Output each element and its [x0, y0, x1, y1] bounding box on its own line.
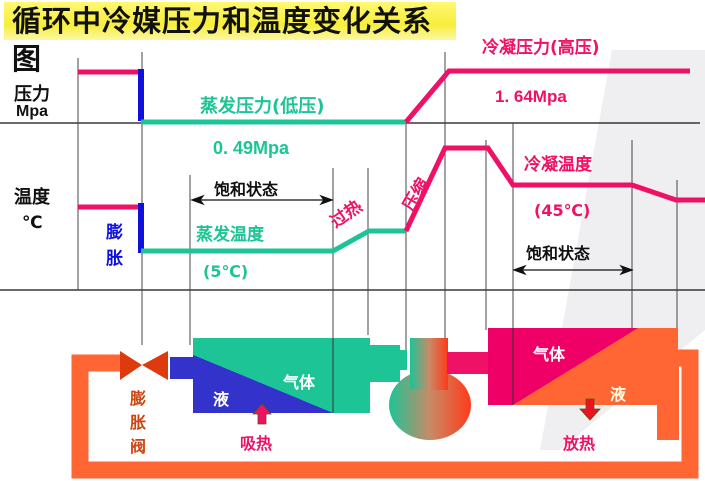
- temp-line-evaporation: [141, 228, 406, 254]
- condenser-liquid-label: 液: [610, 385, 627, 404]
- expansion-valve-label-3: 阀: [130, 437, 147, 456]
- cond-saturation-label: 饱和状态: [526, 244, 591, 263]
- pressure-axis-label: 压力: [14, 84, 50, 105]
- cond-temp-value: (45℃): [534, 201, 591, 220]
- evap-saturation-label: 饱和状态: [214, 180, 279, 199]
- high-pressure-value: 1. 64Mpa: [495, 87, 567, 106]
- expansion-label-top: 膨: [106, 223, 123, 243]
- heat-absorb-arrow-icon: [252, 403, 272, 425]
- refrigerant-pipe: [71, 349, 699, 479]
- temp-line-condensation: [403, 145, 705, 233]
- expansion-valve-label-2: 胀: [130, 413, 147, 432]
- condenser-gas-label: 气体: [533, 345, 566, 364]
- pressure-unit-label: Mpa: [16, 103, 48, 120]
- low-pressure-value: 0. 49Mpa: [213, 138, 290, 158]
- condenser-heat-label: 放热: [563, 434, 596, 453]
- expansion-label-bottom: 胀: [106, 249, 123, 269]
- compressor: [350, 338, 492, 440]
- expansion-valve-icon: [120, 351, 168, 380]
- temperature-unit-label: ℃: [22, 213, 43, 233]
- heat-release-arrow-icon: [579, 398, 601, 421]
- page-title: 循环中冷媒压力和温度变化关系图: [4, 2, 456, 76]
- high-pressure-label: 冷凝压力(高压): [482, 38, 600, 58]
- evap-temp-value: (5℃): [203, 262, 249, 281]
- evaporator-heat-label: 吸热: [240, 434, 273, 453]
- low-pressure-label: 蒸发压力(低压): [200, 96, 325, 117]
- evaporator-gas-label: 气体: [283, 373, 316, 392]
- cond-temp-label: 冷凝温度: [524, 155, 592, 175]
- condenser: [488, 328, 678, 405]
- evaporator-liquid-label: 液: [213, 390, 230, 409]
- temperature-axis-label: 温度: [14, 187, 50, 208]
- expansion-valve-label-1: 膨: [130, 389, 147, 408]
- pressure-line-high: [404, 68, 690, 124]
- evap-temp-label: 蒸发温度: [196, 225, 264, 245]
